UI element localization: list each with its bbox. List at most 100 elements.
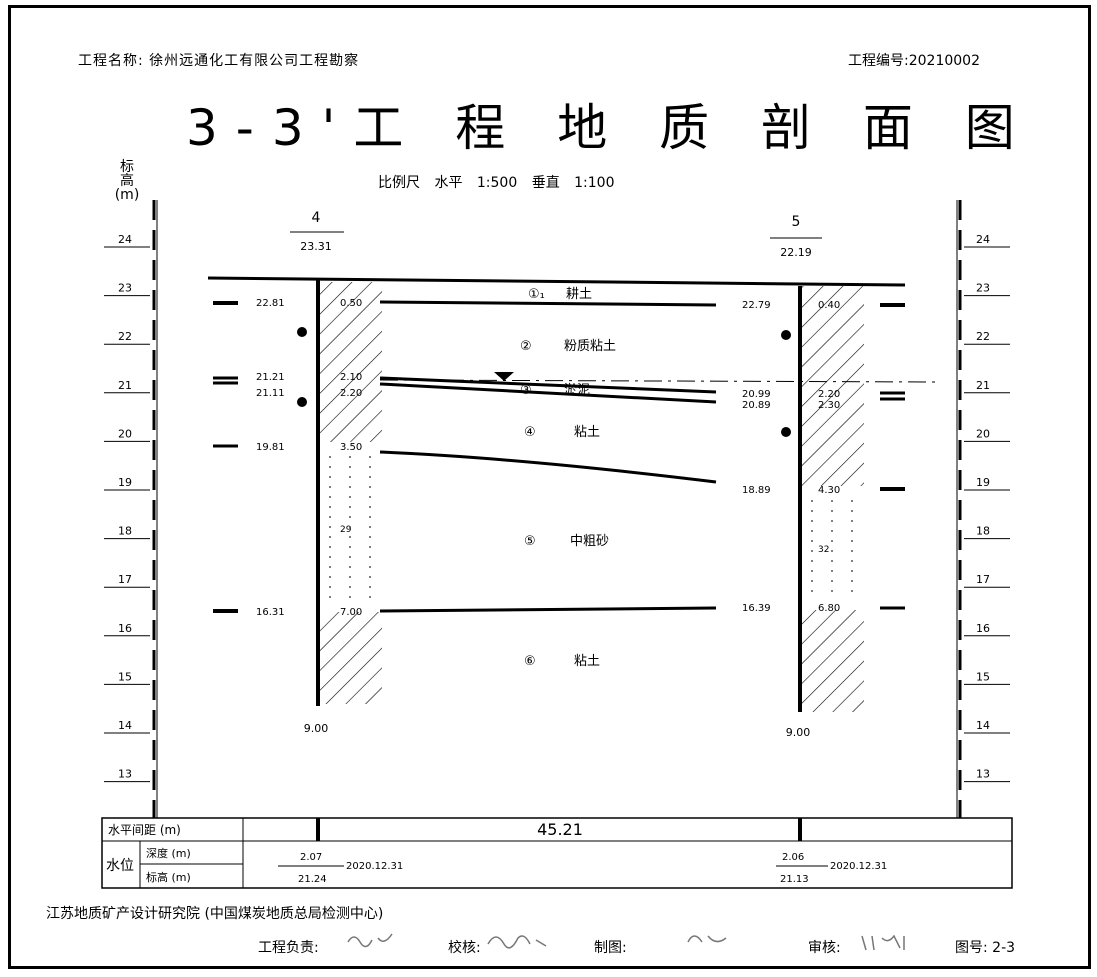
bh5-elev-1: 22.79	[742, 300, 771, 311]
stratum-5-name: 中粗砂	[570, 534, 609, 549]
left-tick-label: 15	[118, 670, 132, 683]
borehole-4-hatch-upper	[320, 282, 382, 442]
bh4-elev-5: 16.31	[256, 607, 285, 618]
bh4-water-date: 2020.12.31	[346, 861, 403, 872]
left-tick-label: 19	[118, 476, 132, 489]
bh5-elev-4: 18.89	[742, 485, 771, 496]
borehole-5-bottom-depth: 9.00	[786, 726, 811, 739]
water-level-label: 水位	[106, 858, 134, 874]
bh5-depth-2: 2.20	[818, 389, 840, 400]
bh5-depth-1: 0.40	[818, 300, 840, 311]
horizontal-distance-value: 45.21	[537, 820, 583, 839]
stratum-2-num: ②	[520, 339, 532, 354]
right-tick-label: 14	[976, 719, 990, 732]
bh4-water-elev: 21.24	[298, 874, 327, 885]
elevation-axis-label: 标 高 (m)	[112, 160, 142, 202]
project-name: 工程名称: 徐州远通化工有限公司工程勘察	[78, 53, 360, 69]
right-tick-label: 19	[976, 476, 990, 489]
bh5-depth-4: 4.30	[818, 485, 840, 496]
bh4-depth-1: 0.50	[340, 298, 362, 309]
left-tick-label: 20	[118, 427, 132, 440]
right-tick-label: 24	[976, 233, 990, 246]
drawing-title: 3-3'工 程 地 质 剖 面 图	[186, 99, 1033, 157]
left-tick-label: 22	[118, 330, 132, 343]
project-lead-label: 工程负责:	[258, 940, 319, 956]
borehole-4-bottom-depth: 9.00	[304, 722, 329, 735]
bh4-depth-3: 2.20	[340, 388, 362, 399]
scale-note: 比例尺 水平 1:500 垂直 1:100	[378, 175, 615, 191]
stratum-2-name: 粉质粘土	[564, 339, 616, 354]
water-level-marker	[494, 372, 514, 381]
drawing-number: 图号: 2-3	[955, 940, 1016, 956]
bh4-elev-1: 22.81	[256, 298, 285, 309]
checker-label: 校核:	[448, 940, 481, 956]
left-tick-label: 21	[118, 379, 132, 392]
bh4-elev-4: 19.81	[256, 442, 285, 453]
right-tick-label: 22	[976, 330, 990, 343]
water-depth-label: 深度 (m)	[146, 846, 191, 860]
borehole-5-surface-elev: 22.19	[780, 246, 812, 259]
bh4-depth-2: 2.10	[340, 372, 362, 383]
signature-marks	[347, 933, 905, 951]
right-tick-label: 21	[976, 379, 990, 392]
stratum-4-num: ④	[524, 425, 536, 440]
stratum-boundaries	[379, 300, 941, 613]
stratum-5-num: ⑤	[524, 534, 536, 549]
bh4-depth-5: 7.00	[340, 607, 362, 618]
left-tick-label: 13	[118, 768, 132, 781]
bh5-water-elev: 21.13	[780, 874, 809, 885]
bh4-water-depth: 2.07	[300, 852, 322, 863]
bh4-elev-2: 21.21	[256, 372, 285, 383]
left-elevation-ruler	[152, 200, 158, 818]
bh5-water-depth: 2.06	[782, 852, 804, 863]
left-tick-label: 16	[118, 622, 132, 635]
right-tick-label: 17	[976, 573, 990, 586]
horizontal-distance-label: 水平间距 (m)	[108, 823, 181, 837]
water-elev-label: 标高 (m)	[146, 870, 191, 884]
stratum-1-num: ①₁	[528, 287, 545, 302]
borehole-5: 5 22.19 9.00 32 22.79 20.99 20.89 18.89 …	[742, 214, 905, 739]
bh5-depth-5: 6.80	[818, 603, 840, 614]
bh4-depth-4: 3.50	[340, 442, 362, 453]
right-elevation-ruler	[956, 200, 962, 818]
axis-label-line-3: (m)	[114, 187, 140, 203]
right-tick-label: 13	[976, 768, 990, 781]
right-tick-label: 16	[976, 622, 990, 635]
project-number: 工程编号:20210002	[848, 53, 980, 69]
borehole-4: 4 23.31 9.00 29 22.81 21.21 21.11 19.81 …	[213, 210, 382, 735]
stratum-6-name: 粘土	[574, 654, 600, 669]
stratum-4-name: 粘土	[574, 425, 600, 440]
ground-surface-line	[207, 276, 906, 287]
borehole-4-surface-elev: 23.31	[300, 240, 332, 253]
reviewer-label: 审核:	[808, 940, 841, 956]
left-tick-label: 18	[118, 525, 132, 538]
stratum-1-name: 耕土	[566, 286, 592, 302]
table-text: 水平间距 (m) 45.21 水位 深度 (m) 标高 (m) 2.07 21.…	[106, 820, 887, 885]
borehole-5-id: 5	[792, 214, 801, 230]
bh5-water-date: 2020.12.31	[830, 861, 887, 872]
stratum-labels: ①₁ 耕土 ② 粉质粘土 ③ 淤泥 ④ 粘土 ⑤ 中粗砂 ⑥ 粘土	[520, 286, 616, 669]
stratum-6-num: ⑥	[524, 654, 536, 669]
stratum-3-name: 淤泥	[564, 383, 590, 398]
borehole-4-id: 4	[312, 210, 321, 226]
bh5-elev-3: 20.89	[742, 400, 771, 411]
borehole-4-hatch-lower	[320, 612, 382, 704]
axis-label-line-1: 标	[120, 159, 134, 175]
bh5-elev-2: 20.99	[742, 389, 771, 400]
axis-label-line-2: 高	[120, 173, 134, 189]
right-tick-label: 23	[976, 282, 990, 295]
borehole-4-sample-tag: 29	[340, 525, 352, 535]
drafter-label: 制图:	[594, 940, 627, 956]
bh4-elev-3: 21.11	[256, 388, 285, 399]
left-tick-label: 14	[118, 719, 132, 732]
left-tick-label: 17	[118, 573, 132, 586]
stratum-3-num: ③	[520, 383, 532, 398]
left-tick-label: 23	[118, 282, 132, 295]
bottom-table	[101, 817, 1013, 889]
right-tick-label: 18	[976, 525, 990, 538]
left-tick-label: 24	[118, 233, 132, 246]
bh5-elev-5: 16.39	[742, 603, 771, 614]
borehole-5-sample-tag: 32	[818, 545, 829, 555]
drawing-frame	[8, 5, 1091, 969]
